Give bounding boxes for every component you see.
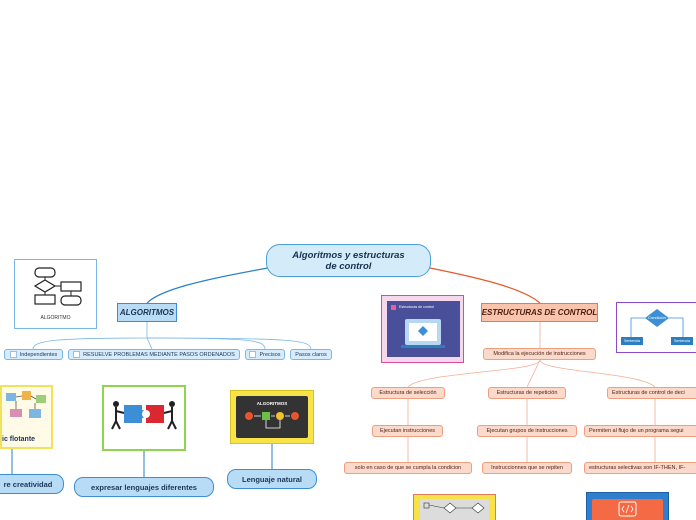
column-foot-label: estructuras selectivas son IF-THEN, IF- (589, 465, 686, 471)
flowchart-icon (33, 267, 82, 306)
repetition-flowchart-image[interactable] (413, 494, 496, 520)
algoritmo-caption: ALGORITMO (40, 315, 71, 321)
modifica-label: Modifica la ejecución de instrucciones (493, 351, 586, 357)
connector-algoritmos-items (32, 322, 312, 350)
item-label: Independientes (19, 351, 58, 358)
flotante-caption: ic flotante (2, 436, 36, 443)
item-independientes[interactable]: Independientes (4, 349, 63, 360)
connector-root-estructuras (429, 267, 541, 304)
note-icon (9, 351, 17, 358)
column-mid-label: Permiten al flujo de un programa segui (589, 428, 684, 434)
root-title-line2: de control (325, 260, 372, 272)
book-title: Estructuras de control (399, 305, 434, 309)
leaf-creatividad[interactable]: re creatividad (0, 474, 64, 494)
estructura-seleccion-node[interactable]: Estructura de selección (371, 387, 445, 399)
item-resuelve-problemas[interactable]: RESUELVE PROBLEMAS MEDIANTE PASOS ORDENA… (68, 349, 240, 360)
puzzle-people-image[interactable] (102, 385, 186, 451)
sentencia-right-label: Sentencia (674, 339, 690, 343)
column-head-label: Estructura de selección (379, 390, 437, 396)
estructuras-selectivas-node[interactable]: estructuras selectivas son IF-THEN, IF- (584, 462, 696, 474)
algo-card-title: ALGORITMOS (256, 401, 288, 406)
item-precisos[interactable]: Precisos (245, 349, 285, 360)
column-foot-label: Instruccionnes que se repiten (491, 465, 563, 471)
root-title-line1: Algoritmos y estructuras (292, 249, 405, 261)
note-icon (249, 351, 257, 358)
estructuras-repeticion-node[interactable]: Estructuras de repetición (488, 387, 566, 399)
permiten-flujo-node[interactable]: Permiten al flujo de un programa segui (584, 425, 696, 437)
algo-card-screen: ALGORITMOS (236, 396, 308, 438)
column-head-label: Estructuras de control de deci (612, 390, 685, 396)
item-label: RESUELVE PROBLEMAS MEDIANTE PASOS ORDENA… (83, 351, 235, 358)
book-cover: Estructuras de control (387, 301, 460, 357)
estructuras-control-decision-node[interactable]: Estructuras de control de deci (607, 387, 696, 399)
item-pasos-claros[interactable]: Pasos claros (290, 349, 332, 360)
item-label: Pasos claros (295, 351, 327, 358)
ejecutan-instrucciones-node[interactable]: Ejecutan instrucciones (372, 425, 443, 437)
ejecutan-grupos-node[interactable]: Ejecutan grupos de instrucciones (477, 425, 577, 437)
decision-flow-icon (621, 309, 693, 345)
leaf-label: expresar lenguajes diferentes (91, 482, 197, 492)
algoritmos-card-image[interactable]: ALGORITMOS (230, 390, 314, 444)
leaf-expresar-lenguajes[interactable]: expresar lenguajes diferentes (74, 477, 214, 497)
diagram-flotante-image[interactable]: ic flotante (0, 385, 53, 449)
condicion-cumpla-node[interactable]: solo en caso de que se cumpla la condici… (344, 462, 472, 474)
column-mid-label: Ejecutan grupos de instrucciones (486, 428, 568, 434)
connector-estructuras-children (407, 322, 656, 462)
note-icon (73, 351, 81, 358)
connector-lower-left (11, 444, 273, 477)
condition-flow-image[interactable]: Condición Sentencia Sentencia (616, 302, 696, 353)
leaf-lenguaje-natural[interactable]: Lenguaje natural (227, 469, 317, 489)
leaf-label: re creatividad (3, 479, 53, 489)
puzzle-icon (111, 401, 177, 430)
leaf-label: Lenguaje natural (241, 474, 302, 484)
flowchart-sketch-icon (6, 391, 46, 418)
loop-flow-icon (420, 499, 489, 520)
item-label: Precisos (259, 351, 281, 358)
column-head-label: Estructuras de repetición (496, 390, 558, 396)
algoritmos-label: ALGORITMOS (119, 308, 175, 317)
code-brackets-icon (618, 501, 637, 517)
algo-steps-icon (245, 412, 299, 429)
estructuras-book-image[interactable]: Estructuras de control (381, 295, 464, 363)
algoritmos-node[interactable]: ALGORITMOS (117, 303, 177, 322)
instrucciones-repiten-node[interactable]: Instruccionnes que se repiten (482, 462, 572, 474)
estructuras-control-node[interactable]: ESTRUCTURAS DE CONTROL (481, 303, 598, 322)
column-foot-label: solo en caso de que se cumpla la condici… (354, 465, 462, 471)
sentencia-left-label: Sentencia (624, 339, 640, 343)
column-mid-label: Ejecutan instrucciones (379, 428, 436, 434)
estructuras-control-label: ESTRUCTURAS DE CONTROL (481, 308, 598, 317)
code-window (592, 499, 663, 520)
connector-root-algoritmos (146, 267, 269, 304)
root-node[interactable]: Algoritmos y estructuras de control (266, 244, 431, 277)
algoritmo-flowchart-image[interactable]: ALGORITMO (14, 259, 97, 329)
code-editor-image[interactable] (586, 492, 669, 520)
modifica-ejecucion-node[interactable]: Modifica la ejecución de instrucciones (483, 348, 596, 360)
laptop-icon (391, 305, 445, 348)
condition-label: Condición (648, 315, 666, 320)
